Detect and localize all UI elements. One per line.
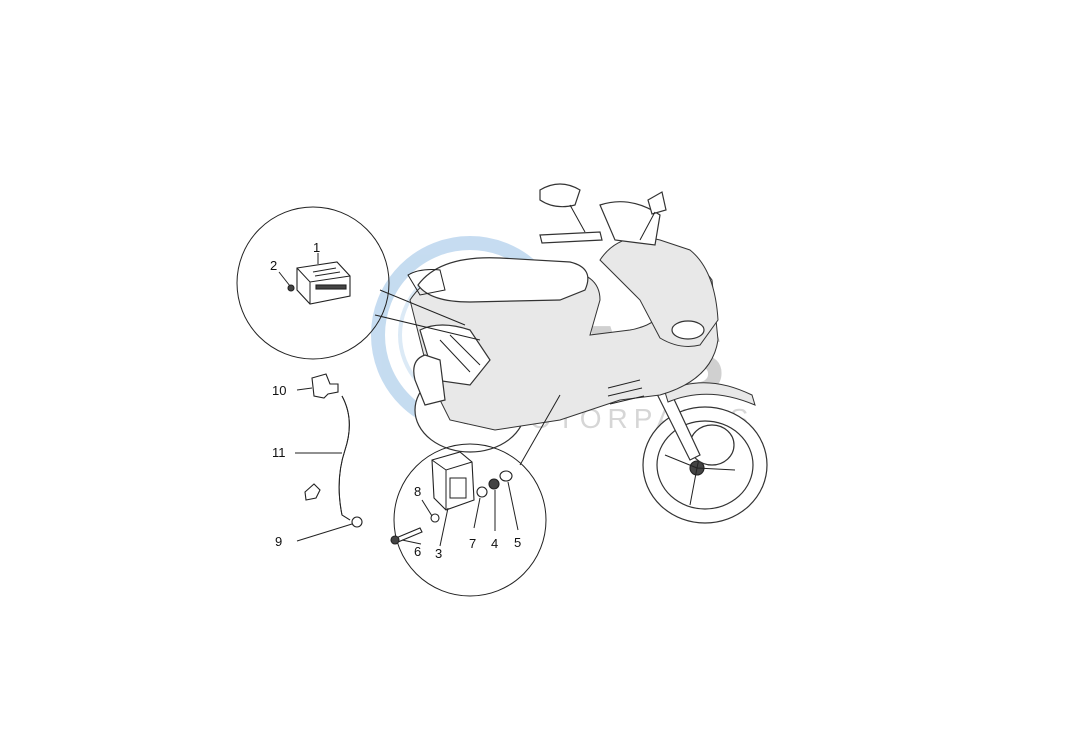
seat xyxy=(417,257,589,303)
regulator xyxy=(296,261,351,305)
callout-2: 2 xyxy=(270,258,277,273)
callout-8: 8 xyxy=(414,484,421,499)
regulator-screw xyxy=(287,284,295,292)
callout-leaders xyxy=(278,253,519,547)
regulator-fin xyxy=(315,284,347,290)
callout-11: 11 xyxy=(272,445,286,460)
cable-clip xyxy=(304,483,321,501)
bolt-6 xyxy=(395,527,423,543)
callout-1: 1 xyxy=(313,240,320,255)
headlight xyxy=(671,320,705,340)
front-mudguard xyxy=(664,382,756,406)
detail-circle-outline-1 xyxy=(236,206,390,360)
mirror-right xyxy=(647,191,667,215)
detail-circle-outline-2 xyxy=(393,443,547,597)
mirror-left xyxy=(539,183,581,208)
cdi-unit xyxy=(431,451,475,511)
handlebar xyxy=(539,231,603,244)
detail-circle-regulator xyxy=(236,206,481,360)
brake-disc xyxy=(689,424,735,466)
terminal-9 xyxy=(351,516,363,528)
callout-3: 3 xyxy=(435,546,442,561)
callout-6: 6 xyxy=(414,544,421,559)
callout-7: 7 xyxy=(469,536,476,551)
callout-labels: 1 2 3 4 5 6 7 8 9 10 11 xyxy=(270,240,521,561)
washer-8 xyxy=(430,513,440,523)
callout-4: 4 xyxy=(491,536,498,551)
detail-circle-cdi xyxy=(390,394,561,597)
windscreen xyxy=(599,201,661,246)
connector-10 xyxy=(311,373,339,399)
callout-9: 9 xyxy=(275,534,282,549)
washer-7 xyxy=(476,486,488,498)
exhaust xyxy=(413,354,446,406)
callout-10: 10 xyxy=(272,383,286,398)
cap-5 xyxy=(499,470,513,482)
callout-5: 5 xyxy=(514,535,521,550)
nut-4 xyxy=(488,478,500,490)
cable-parts xyxy=(304,373,363,528)
scooter-drawing xyxy=(407,183,768,524)
